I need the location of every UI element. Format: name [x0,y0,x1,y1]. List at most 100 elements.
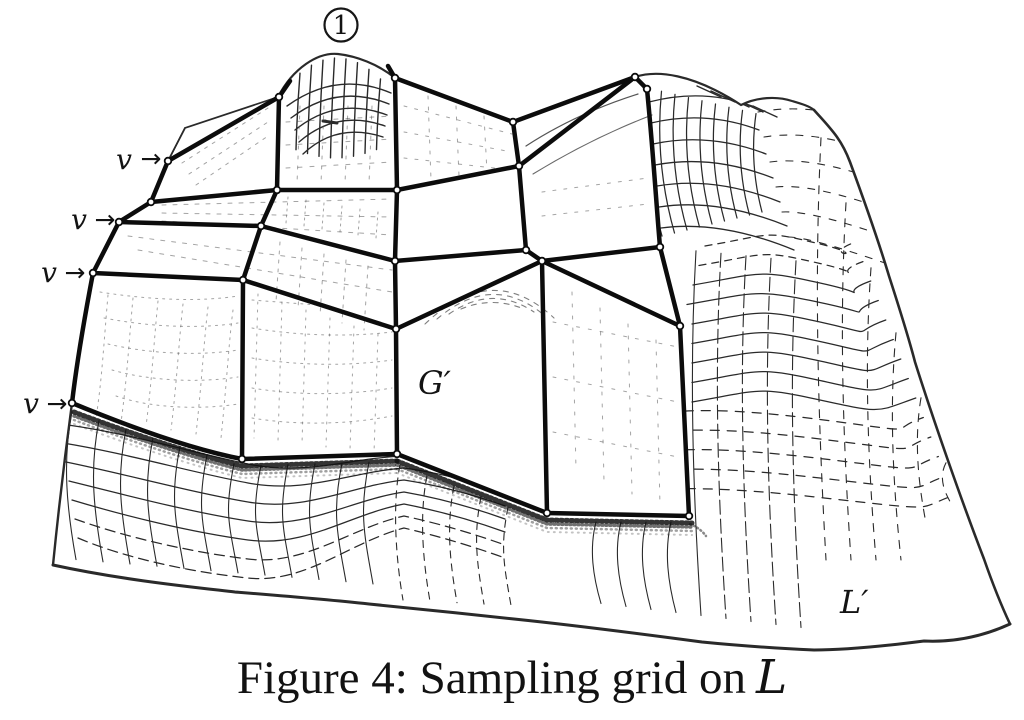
right-arrow-icon: → [141,144,162,173]
grid-vertex-dot [508,117,518,127]
ridge-hatch [752,105,778,118]
peak-mesh-col [364,68,370,155]
face-dash [357,208,361,236]
face-dash [375,211,379,239]
face-dash-texture [95,57,679,507]
saddle-col [841,202,852,561]
peak-mesh-row [290,95,390,119]
stipple-band [395,463,694,529]
face-dash [599,307,605,483]
grid-vertex-dot [88,268,98,278]
face-dash [107,343,239,354]
coarse-grid-edge [69,400,400,462]
vertex-label-3: v → [41,256,85,289]
stipple-band [395,467,694,533]
peak-badge-number: 1 [333,11,350,41]
valley-col [173,446,185,569]
face-dash [541,177,649,193]
vertex-label-text: v [116,143,132,176]
face-dash [319,253,325,317]
flank-row-dashed [775,185,891,212]
grid-vertex-dot [630,72,640,82]
flank-col [739,109,751,216]
valley-col [476,496,485,605]
face-dash [341,259,347,324]
vertex-label-text: v [23,387,39,420]
grid-face [395,250,542,329]
peak-mesh-col [375,78,382,151]
face-dash [296,105,301,185]
valley-col [308,463,320,581]
saddle-arc [532,114,653,175]
face-dash [403,157,513,171]
face-dash [285,115,393,123]
grid-vertex-dot [392,185,402,195]
peak-mesh-col [295,72,301,151]
face-dash [251,357,393,365]
saddle-col [666,521,677,614]
grid-vertex-dot [684,511,694,521]
grid-vertex-dot [537,256,547,266]
right-outline [812,108,1012,626]
top-right-outline [633,72,816,112]
valley-col [119,428,131,565]
grid-face [395,166,526,261]
face-dash [483,115,488,173]
saddle-row [691,371,909,391]
saddle-col [766,257,777,626]
terrain-fine-mesh [59,85,954,629]
face-dash [321,202,325,230]
grid-vertex-dot [390,256,400,266]
saddle-col [791,260,802,629]
left-outline [51,401,74,567]
valley-col [254,464,266,576]
ridge-hatch [710,90,736,103]
coarse-grid-edge [116,219,529,264]
dashed-dome-arc [436,293,545,320]
grid-vertex-dot [392,449,402,459]
vertex-label-4: v → [23,387,67,420]
coarse-grid-edge [69,158,171,406]
face-dash [188,121,269,175]
bottom-outline [51,563,1012,652]
grid-face [261,190,397,261]
saddle-col [816,137,827,561]
peak-mesh-col [306,64,313,155]
face-dash [195,135,269,186]
saddle-col [741,255,752,623]
face-dash [95,294,109,419]
peak-mesh-row [302,131,384,155]
surface-label-l-prime: L′ [839,583,869,621]
peak-tick [321,119,339,125]
valley-col [503,506,512,606]
valley-col [395,464,404,601]
face-dash [275,241,281,303]
saddle-row [567,487,954,508]
face-dash [251,415,393,424]
face-dash [253,293,259,439]
coarse-grid-faces [72,77,689,516]
grid-face [395,78,519,190]
face-dash [127,235,393,271]
caption-math-symbol: L [755,650,788,705]
grid-vertex-dot [256,221,266,231]
coarse-grid-edge [539,258,550,516]
saddle-col [716,252,727,620]
face-dash [285,161,393,169]
right-arrow-icon: → [65,258,86,287]
saddle-row [686,293,879,313]
dashed-dome-arc [460,302,525,310]
valley-col [92,420,104,563]
valley-col [146,437,158,567]
face-dash [285,138,393,146]
peak-mesh-col [352,61,359,157]
face-dash [320,105,325,185]
grid-vertex-dot [514,161,524,171]
saddle-col [616,521,627,608]
stipple-band [396,472,693,536]
valley-col [281,464,293,578]
flank-col [685,96,701,228]
grid-vertex-dot [675,321,685,331]
stipple-band [688,522,708,538]
right-arrow-icon: → [95,205,116,234]
